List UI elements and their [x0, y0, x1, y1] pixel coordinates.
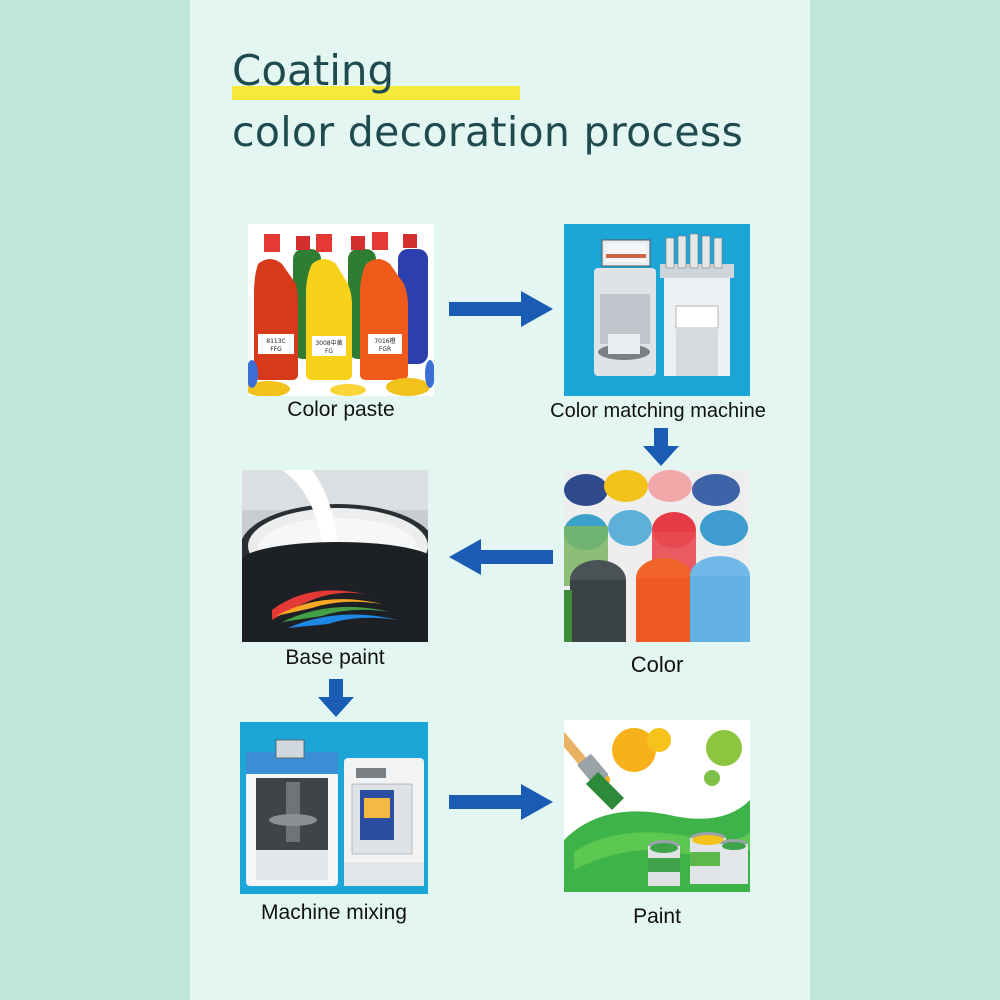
title-highlight-bar: [232, 86, 520, 100]
color-paste-bottles-illustration: 8113C FFG 3008中黄 FG 7016橙 FGR: [248, 224, 434, 396]
color-image: [564, 470, 750, 642]
step-label-color: Color: [630, 652, 684, 677]
machine-mixing-image: [240, 722, 428, 894]
svg-text:FGR: FGR: [379, 346, 391, 353]
svg-text:7016橙: 7016橙: [374, 337, 395, 345]
arrow-right-icon: [449, 291, 553, 327]
svg-text:FG: FG: [325, 348, 333, 355]
mixing-machines-illustration: [240, 722, 428, 894]
color-paste-image: 8113C FFG 3008中黄 FG 7016橙 FGR: [248, 224, 434, 396]
step-label-paint: Paint: [633, 905, 681, 928]
step-label-color-paste: Color paste: [287, 398, 395, 421]
step-label-machine-mixing: Machine mixing: [261, 901, 407, 924]
color-cups-illustration: [564, 470, 750, 642]
title-line-1: Coating: [232, 46, 395, 95]
arrow-down-icon: [318, 679, 354, 717]
svg-text:8113C: 8113C: [266, 338, 285, 345]
title-line-2: color decoration process: [232, 108, 744, 156]
svg-text:FFG: FFG: [270, 346, 282, 353]
step-label-base-paint: Base paint: [285, 646, 385, 669]
paint-image: [564, 720, 750, 892]
color-matching-machine-illustration: [564, 224, 750, 396]
arrow-right-icon: [449, 784, 553, 820]
step-label-color-matching-machine: Color matching machine: [550, 400, 766, 422]
paint-splash-illustration: [564, 720, 750, 892]
color-matching-machine-image: [564, 224, 750, 396]
base-paint-can-illustration: [242, 470, 428, 642]
base-paint-image: [242, 470, 428, 642]
svg-text:3008中黄: 3008中黄: [315, 339, 342, 347]
arrow-left-icon: [449, 539, 553, 575]
arrow-down-icon: [643, 428, 679, 466]
